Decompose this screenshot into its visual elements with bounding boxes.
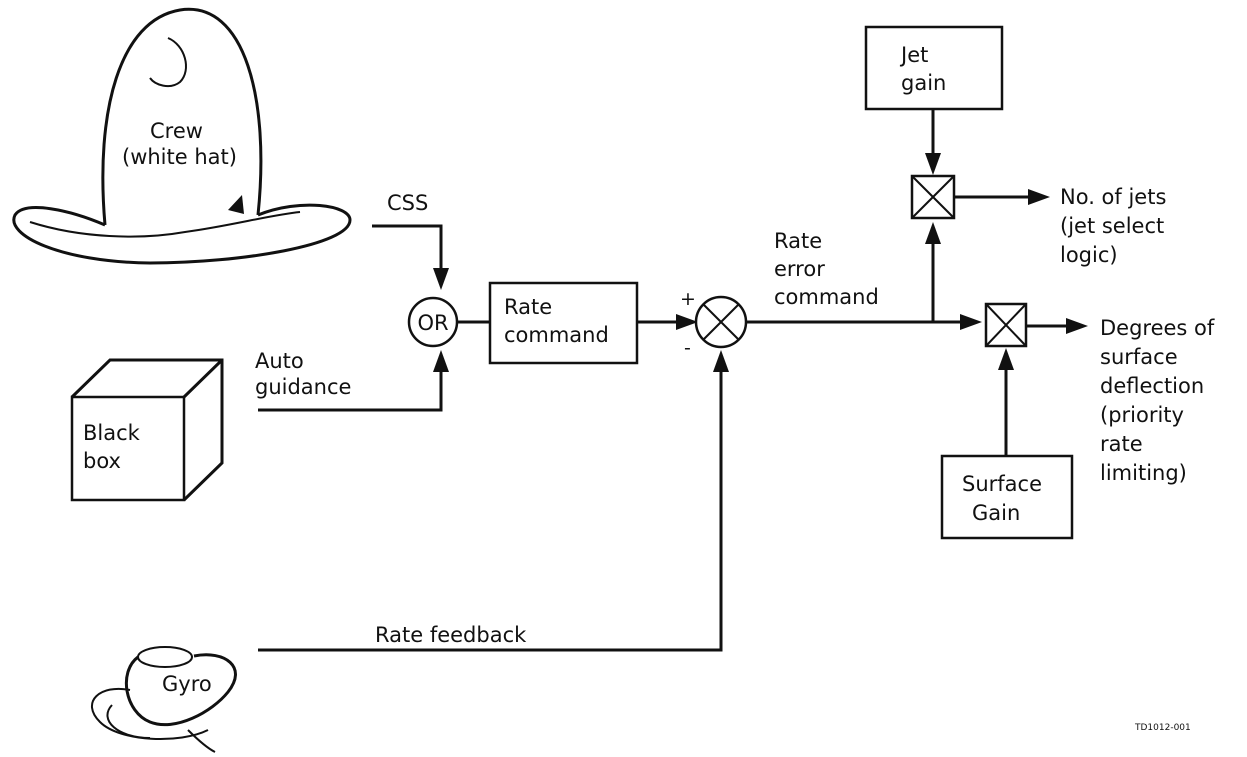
rate-error-command-label-sub1: error [774, 257, 825, 281]
rate-command-label: Rate [504, 295, 552, 319]
surface-output-label: Degrees of [1100, 316, 1215, 340]
rate-command-box [488, 281, 639, 365]
rate-feedback-label: Rate feedback [375, 623, 527, 647]
summing-plus-sign: + [680, 288, 696, 310]
jet-gain-arrowhead [925, 153, 941, 175]
surface-gain-label: Surface [962, 472, 1042, 496]
surface-output-label-sub2: deflection [1100, 374, 1204, 398]
or-label: OR [417, 311, 448, 335]
surface-multiplier-input-arrowhead [960, 314, 982, 330]
jets-output-label-sub1: (jet select [1060, 214, 1164, 238]
surface-gain-label-sub: Gain [972, 501, 1020, 525]
rate-command-arrowhead [676, 314, 698, 330]
jet-gain-label-sub: gain [901, 71, 946, 95]
black-box-label-sub: box [83, 449, 121, 473]
surface-output-label-sub4: rate [1100, 432, 1143, 456]
crew-label-sub: (white hat) [122, 145, 237, 169]
surface-output-label-sub5: limiting) [1100, 461, 1187, 485]
surface-output-label-sub1: surface [1100, 345, 1178, 369]
auto-guidance-label: Auto [255, 349, 304, 373]
css-signal-line [372, 224, 443, 270]
black-box-icon [70, 358, 224, 502]
summing-minus-sign: - [684, 337, 691, 359]
surface-gain-box [940, 454, 1074, 540]
auto-guidance-label-sub: guidance [255, 375, 351, 399]
surface-output-arrowhead [1066, 318, 1088, 334]
gyro-icon [90, 646, 237, 753]
surface-gain-arrowhead [998, 348, 1014, 370]
rate-error-command-label-sub2: command [774, 285, 879, 309]
rate-feedback-line [258, 370, 723, 652]
css-label: CSS [387, 191, 428, 215]
jet-gain-box [864, 25, 1004, 111]
auto-guidance-arrowhead [433, 350, 449, 372]
gyro-label: Gyro [162, 672, 212, 696]
auto-guidance-signal-line [258, 370, 443, 412]
jets-output-arrowhead [1028, 189, 1050, 205]
surface-multiplier-node [984, 302, 1028, 348]
summing-junction [694, 295, 748, 349]
black-box-label: Black [83, 421, 141, 445]
jet-branch-arrowhead [925, 222, 941, 244]
figure-id: TD1012-001 [1134, 723, 1191, 733]
jets-output-label-sub2: logic) [1060, 243, 1118, 267]
crew-white-hat-icon [12, 7, 352, 265]
jet-multiplier-node [910, 174, 956, 220]
rate-error-command-label: Rate [774, 229, 822, 253]
rate-command-label-sub: command [504, 323, 609, 347]
crew-label: Crew [150, 119, 203, 143]
css-arrowhead [433, 268, 449, 290]
surface-output-label-sub3: (priority [1100, 403, 1184, 427]
jets-output-label: No. of jets [1060, 185, 1166, 209]
jet-gain-label: Jet [899, 43, 928, 67]
rate-feedback-arrowhead [713, 350, 729, 372]
